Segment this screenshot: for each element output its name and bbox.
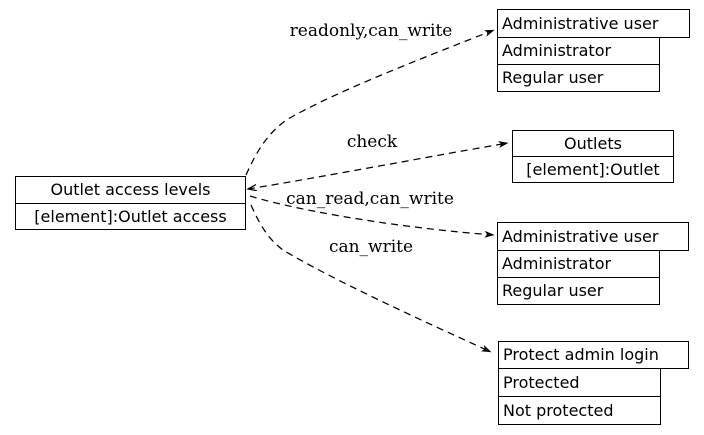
- node-outlet-access-levels-element: [element]:Outlet access: [15, 203, 246, 230]
- node-administrative-user-middle-row-administrator: Administrator: [497, 250, 660, 278]
- node-protect-admin-login-header: Protect admin login: [498, 341, 689, 369]
- node-outlets: Outlets [element]:Outlet: [512, 130, 674, 183]
- edge-label-readonly-can-write: readonly,can_write: [289, 21, 453, 41]
- node-administrative-user-middle-row-regular-user: Regular user: [497, 277, 660, 305]
- node-administrative-user-top: Administrative user Administrator Regula…: [497, 9, 690, 92]
- edge-readonly-can-write: [245, 29, 495, 176]
- edge-can-write: [250, 204, 492, 353]
- node-administrative-user-middle-header: Administrative user: [497, 222, 689, 251]
- edge-label-can-write: can_write: [328, 237, 414, 257]
- node-administrative-user-middle: Administrative user Administrator Regula…: [497, 222, 689, 305]
- edge-check: [248, 143, 508, 189]
- node-administrative-user-top-row-regular-user: Regular user: [497, 64, 660, 92]
- edge-can-read-can-write: [249, 195, 495, 238]
- node-outlets-header: Outlets: [512, 130, 674, 157]
- node-administrative-user-top-row-administrator: Administrator: [497, 37, 660, 65]
- node-protect-admin-login-row-not-protected: Not protected: [498, 396, 661, 425]
- edge-label-can-read-can-write: can_read,can_write: [286, 189, 454, 209]
- node-outlets-element: [element]:Outlet: [512, 156, 674, 183]
- node-protect-admin-login: Protect admin login Protected Not protec…: [498, 341, 689, 425]
- node-protect-admin-login-row-protected: Protected: [498, 368, 661, 397]
- node-outlet-access-levels-title: Outlet access levels: [15, 176, 246, 204]
- node-outlet-access-levels: Outlet access levels [element]:Outlet ac…: [15, 176, 246, 230]
- node-administrative-user-top-header: Administrative user: [497, 9, 690, 38]
- edge-label-check: check: [346, 132, 398, 152]
